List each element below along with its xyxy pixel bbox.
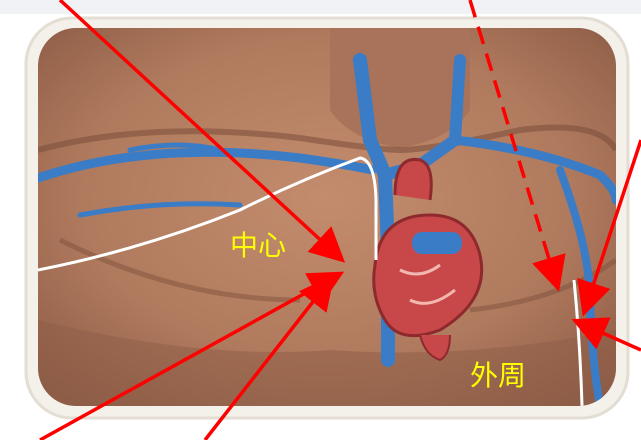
label-center: 中心: [230, 232, 286, 260]
chest-illustration: [38, 28, 616, 406]
top-band: [0, 0, 641, 14]
neck: [330, 28, 470, 148]
label-peripheral: 外周: [470, 362, 526, 390]
